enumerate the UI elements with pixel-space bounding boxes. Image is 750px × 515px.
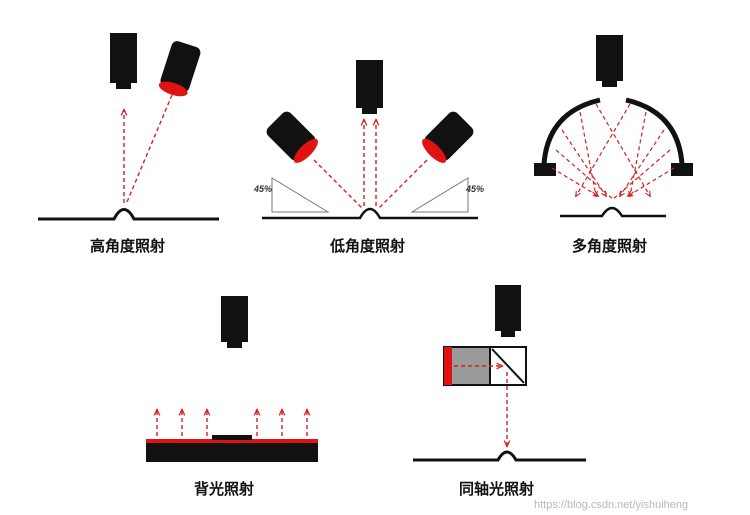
beam-splitter: [489, 346, 527, 386]
backlight-emitter: [146, 439, 318, 443]
dome-rays: [551, 103, 675, 201]
right-light-source: [422, 111, 474, 163]
panel-low-angle: [262, 60, 478, 220]
panel-high-angle: [38, 33, 219, 221]
camera: [495, 285, 521, 337]
label-high-angle: 高角度照射: [90, 237, 166, 255]
coaxial-light-source: [443, 346, 491, 386]
label-coaxial: 同轴光照射: [459, 480, 535, 498]
ray-incident: [126, 94, 173, 203]
panel-coaxial: [413, 285, 586, 462]
angled-light-source: [158, 41, 201, 97]
surface: [560, 206, 666, 218]
angle-mark-right: 45%: [466, 184, 485, 194]
camera: [596, 35, 623, 87]
watermark: https://blog.csdn.net/yishuiheng: [534, 499, 689, 511]
surface: [38, 208, 219, 221]
label-backlight: 背光照射: [194, 480, 255, 498]
label-low-angle: 低角度照射: [330, 237, 406, 255]
angle-triangle-right: [410, 177, 469, 213]
panel-backlight: [146, 296, 318, 462]
surface: [262, 207, 478, 220]
dome-light-left: [534, 163, 556, 176]
dome-left: [541, 97, 601, 165]
backlight-panel: [146, 442, 318, 462]
angle-triangle-left: [271, 177, 330, 213]
angle-mark-left: 45%: [254, 184, 273, 194]
camera: [110, 33, 137, 89]
backlight-rays: [157, 410, 307, 436]
panel-multi-angle: [534, 35, 693, 218]
camera: [221, 296, 248, 348]
camera: [356, 60, 383, 114]
left-light-source: [266, 111, 318, 163]
dome-light-right: [671, 163, 693, 176]
label-multi-angle: 多角度照射: [572, 237, 648, 255]
dome-right: [625, 97, 685, 165]
backlit-object: [212, 435, 252, 440]
surface: [413, 450, 586, 462]
